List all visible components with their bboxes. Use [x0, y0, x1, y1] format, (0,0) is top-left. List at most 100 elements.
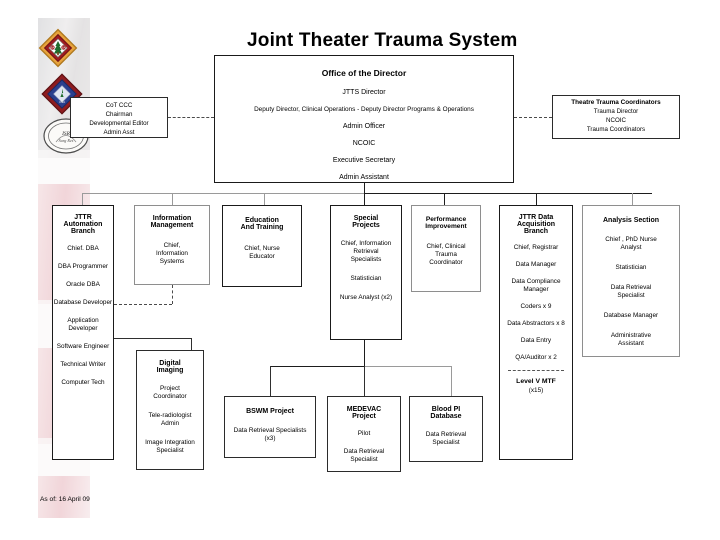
director-role-0: JTTS Director — [342, 89, 386, 96]
medevac-role-0: Pilot — [357, 430, 371, 437]
connector-drop-medevac — [364, 366, 365, 396]
medevac-header-1: Project — [352, 413, 376, 420]
digital-imaging-role-1: Tele-radiologist Admin — [148, 412, 192, 427]
blood-pi-role-0: Data Retrieval Specialist — [425, 431, 467, 446]
connector-infomgmt-to-jttr-automation — [114, 304, 172, 305]
digital-imaging-role-2: Image Integration Specialist — [145, 439, 195, 454]
svg-text:Surg Res: Surg Res — [59, 138, 74, 143]
jttr-automation-header-0: JTTR — [74, 214, 92, 221]
data-acq-role-4: Data Abstractors x 8 — [507, 320, 565, 327]
information-management-header-1: Management — [150, 222, 194, 229]
connector-drop-bswm — [270, 366, 271, 396]
information-management-header-0: Information — [152, 215, 192, 222]
special-projects-box: Special Projects Chief, Information Retr… — [330, 205, 402, 340]
analysis-role-3: Database Manager — [603, 312, 659, 319]
connector-elbow-digital-imaging-v — [191, 338, 192, 350]
director-role-3: NCOIC — [352, 140, 376, 147]
analysis-role-4: Administrative Assistant — [610, 332, 652, 347]
bswm-project-box: BSWM Project Data Retrieval Specialists … — [224, 396, 316, 458]
special-projects-header-0: Special — [353, 215, 379, 222]
connector-bus-left — [82, 193, 364, 194]
special-projects-role-0: Chief, Information Retrieval Specialists — [340, 240, 392, 263]
cot-ccc-line-0: CoT CCC — [105, 102, 133, 109]
special-projects-role-1: Statistician — [350, 275, 382, 282]
jttr-automation-role-7: Computer Tech — [61, 379, 105, 386]
blood-pi-header-0: Blood PI — [431, 406, 461, 413]
data-acq-header-1: Acquisition — [516, 221, 556, 228]
data-acq-role-3: Coders x 9 — [520, 303, 552, 310]
connector-drop-information-management — [172, 193, 173, 205]
analysis-header-0: Analysis Section — [602, 217, 660, 224]
special-projects-header-1: Projects — [352, 222, 380, 229]
data-acq-header-0: JTTR Data — [518, 214, 554, 221]
connector-drop-special-projects — [364, 193, 366, 205]
ttc-line-2: Trauma Coordinators — [586, 126, 646, 133]
connector-drop-performance-improvement — [444, 193, 446, 205]
data-acq-role-1: Data Manager — [515, 261, 557, 268]
information-management-box: Information Management Chief, Informatio… — [134, 205, 210, 285]
director-role-4: Executive Secretary — [332, 157, 396, 164]
data-acq-role-6: QA/Auditor x 2 — [515, 354, 557, 361]
performance-improvement-box: Performance Improvement Chief, Clinical … — [411, 205, 481, 292]
cot-ccc-line-3: Admin Asst — [103, 129, 135, 136]
performance-header-0: Performance — [425, 216, 467, 223]
svg-text:SA: SA — [51, 46, 55, 50]
education-role-0: Chief, Nurse Educator — [244, 245, 280, 260]
level-v-mtf-count: (x15) — [528, 387, 544, 394]
digital-imaging-role-0: Project Coordinator — [153, 385, 187, 400]
information-management-role-0: Chief, Information Systems — [156, 242, 188, 265]
as-of-date: As of: 16 April 09 — [40, 496, 90, 503]
performance-role-0: Chief, Clinical Trauma Coordinator — [426, 243, 466, 266]
connector-director-to-ttc — [514, 117, 552, 118]
ttc-line-0: Trauma Director — [593, 108, 639, 115]
analysis-role-1: Statistician — [615, 264, 647, 271]
bswm-role-0: Data Retrieval Specialists (x3) — [233, 427, 307, 442]
special-projects-role-2: Nurse Analyst (x2) — [339, 294, 393, 301]
level-v-mtf-label: Level V MTF — [516, 378, 556, 385]
army-medical-diamond-emblem: SA SA — [36, 26, 80, 70]
connector-drop-jttr-automation — [82, 193, 83, 205]
connector-drop-blood-pi — [451, 366, 452, 396]
jttr-automation-role-6: Technical Writer — [60, 361, 106, 368]
connector-projects-bus-right — [364, 366, 452, 367]
page-title: Joint Theater Trauma System — [247, 30, 518, 51]
director-role-2: Admin Officer — [342, 123, 386, 130]
data-acq-header-2: Branch — [523, 228, 549, 235]
data-acq-divider — [508, 370, 564, 371]
digital-imaging-header-0: Digital — [159, 360, 181, 367]
connector-drop-analysis-section — [632, 193, 633, 205]
connector-drop-education-training — [264, 193, 265, 205]
connector-bus-right — [364, 193, 652, 195]
education-and-training-box: Education And Training Chief, Nurse Educ… — [222, 205, 302, 287]
jttr-automation-branch-box: JTTR Automation Branch Chief. DBA DBA Pr… — [52, 205, 114, 460]
digital-imaging-header-1: Imaging — [156, 367, 184, 374]
jttr-automation-header-1: Automation — [63, 221, 103, 228]
connector-special-projects-trunk — [364, 340, 366, 366]
jttr-automation-header-2: Branch — [70, 228, 96, 235]
connector-drop-data-acquisition — [536, 193, 538, 205]
jttr-automation-role-5: Software Engineer — [56, 343, 110, 350]
connector-projects-bus-left — [270, 366, 364, 368]
cot-ccc-line-1: Chairman — [105, 111, 133, 118]
bswm-header-0: BSWM Project — [246, 408, 294, 415]
data-acq-role-2: Data Compliance Manager — [511, 278, 561, 293]
svg-text:USA: USA — [59, 100, 65, 104]
medevac-header-0: MEDEVAC — [346, 406, 382, 413]
data-acq-role-0: Chief, Registrar — [513, 244, 559, 251]
theatre-trauma-coordinators-box: Theatre Trauma Coordinators Trauma Direc… — [552, 95, 680, 139]
jttr-automation-role-0: Chief. DBA — [67, 245, 99, 252]
svg-text:ISR: ISR — [61, 131, 70, 137]
performance-header-1: Improvement — [425, 223, 467, 230]
data-acq-role-5: Data Entry — [520, 337, 552, 344]
connector-elbow-digital-imaging-h — [114, 338, 192, 339]
connector-cotccc-to-director — [168, 117, 214, 118]
jttr-automation-role-1: DBA Programmer — [57, 263, 109, 270]
cot-ccc-box: CoT CCC Chairman Developmental Editor Ad… — [70, 97, 168, 138]
cot-ccc-line-2: Developmental Editor — [89, 120, 149, 127]
jttr-automation-role-4: Application Developer — [67, 317, 99, 332]
analysis-section-box: Analysis Section Chief , PhD Nurse Analy… — [582, 205, 680, 357]
digital-imaging-box: Digital Imaging Project Coordinator Tele… — [136, 350, 204, 470]
education-header-0: Education — [245, 217, 279, 224]
svg-text:SA: SA — [62, 46, 66, 50]
